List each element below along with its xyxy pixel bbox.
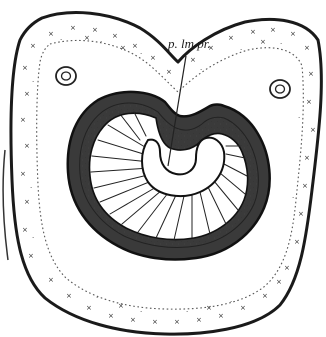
svg-text:×: ×	[24, 142, 30, 150]
svg-text:×: ×	[48, 276, 54, 284]
svg-text:×: ×	[48, 30, 54, 38]
svg-text:×: ×	[130, 316, 136, 324]
svg-text:·: ·	[186, 308, 188, 316]
svg-text:·: ·	[230, 298, 232, 306]
svg-text:×: ×	[24, 198, 30, 206]
svg-text:×: ×	[30, 42, 36, 50]
svg-text:×: ×	[306, 98, 312, 106]
svg-text:×: ×	[276, 278, 282, 286]
svg-text:×: ×	[196, 316, 202, 324]
label-process: p. lm pr.	[167, 36, 211, 51]
svg-text:×: ×	[150, 54, 156, 62]
svg-text:×: ×	[174, 318, 180, 326]
svg-text:×: ×	[86, 304, 92, 312]
svg-text:×: ×	[262, 292, 268, 300]
svg-text:·: ·	[292, 194, 294, 202]
svg-text:×: ×	[298, 210, 304, 218]
right-vessel	[270, 80, 290, 98]
svg-text:×: ×	[294, 238, 300, 246]
svg-text:×: ×	[84, 34, 90, 42]
svg-text:×: ×	[20, 170, 26, 178]
svg-text:×: ×	[308, 70, 314, 78]
svg-text:·: ·	[280, 40, 282, 48]
svg-text:×: ×	[20, 116, 26, 124]
svg-text:·: ·	[60, 36, 62, 44]
svg-text:×: ×	[190, 56, 196, 64]
svg-text:·: ·	[200, 66, 202, 74]
svg-text:×: ×	[28, 252, 34, 260]
svg-text:×: ×	[250, 28, 256, 36]
svg-text:×: ×	[284, 264, 290, 272]
svg-text:×: ×	[206, 304, 212, 312]
svg-text:×: ×	[22, 64, 28, 72]
svg-text:×: ×	[310, 126, 316, 134]
svg-text:×: ×	[152, 318, 158, 326]
svg-text:×: ×	[112, 32, 118, 40]
svg-text:×: ×	[290, 30, 296, 38]
svg-text:×: ×	[302, 182, 308, 190]
svg-text:×: ×	[260, 38, 266, 46]
svg-text:·: ·	[30, 184, 32, 192]
svg-text:×: ×	[118, 302, 124, 310]
svg-text:×: ×	[108, 312, 114, 320]
adjacent-section-fragment	[3, 150, 8, 260]
left-vessel	[56, 67, 76, 85]
svg-text:×: ×	[22, 226, 28, 234]
svg-text:×: ×	[92, 26, 98, 34]
svg-text:×: ×	[270, 26, 276, 34]
svg-text:×: ×	[228, 34, 234, 42]
svg-text:·: ·	[140, 308, 142, 316]
svg-text:×: ×	[24, 90, 30, 98]
svg-text:·: ·	[140, 50, 142, 58]
svg-text:·: ·	[298, 114, 300, 122]
svg-text:×: ×	[304, 44, 310, 52]
svg-text:×: ×	[132, 42, 138, 50]
svg-text:·: ·	[96, 294, 98, 302]
svg-text:×: ×	[66, 292, 72, 300]
svg-text:·: ·	[32, 234, 34, 242]
svg-text:·: ·	[100, 38, 102, 46]
svg-text:×: ×	[70, 24, 76, 32]
svg-text:×: ×	[240, 304, 246, 312]
svg-text:×: ×	[166, 68, 172, 76]
svg-text:×: ×	[120, 44, 126, 52]
svg-text:·: ·	[240, 46, 242, 54]
svg-text:×: ×	[304, 154, 310, 162]
svg-text:·: ·	[32, 78, 34, 86]
svg-text:×: ×	[218, 312, 224, 320]
